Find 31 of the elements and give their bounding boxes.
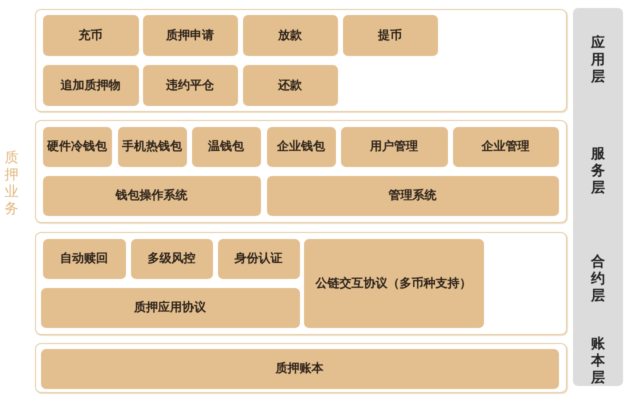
layer-label: 合约层 <box>590 254 606 305</box>
module-box: 放款 <box>242 14 338 56</box>
module-box: 用户管理 <box>340 126 448 166</box>
vertical-caption: 质押业务 <box>4 150 19 218</box>
layer-label: 服务层 <box>590 146 606 197</box>
module-box: 充币 <box>42 14 138 56</box>
module-box: 企业钱包 <box>266 126 336 166</box>
module-box: 质押账本 <box>40 348 558 388</box>
layer-label: 应用层 <box>590 35 606 86</box>
module-box: 还款 <box>242 64 338 106</box>
module-box: 身份认证 <box>218 238 300 278</box>
layer-panel <box>35 343 567 393</box>
module-box: 管理系统 <box>266 176 558 216</box>
module-box: 硬件冷钱包 <box>42 126 112 166</box>
module-box: 公链交互协议（多币种支持） <box>304 238 484 328</box>
module-box: 提币 <box>342 14 438 56</box>
module-box: 违约平仓 <box>142 64 238 106</box>
layer-panel <box>35 120 567 223</box>
module-box: 企业管理 <box>452 126 558 166</box>
layer-label: 账本层 <box>590 336 606 387</box>
module-box: 多级风控 <box>130 238 212 278</box>
module-box: 温钱包 <box>192 126 260 166</box>
layer-panel <box>35 232 567 335</box>
layer-sidebar <box>573 8 623 386</box>
module-box: 手机热钱包 <box>118 126 186 166</box>
module-box: 质押应用协议 <box>40 288 300 328</box>
module-box: 钱包操作系统 <box>42 176 260 216</box>
module-box: 追加质押物 <box>42 64 138 106</box>
module-box: 质押申请 <box>142 14 238 56</box>
module-box: 自动赎回 <box>42 238 126 278</box>
layer-panel <box>35 9 567 112</box>
